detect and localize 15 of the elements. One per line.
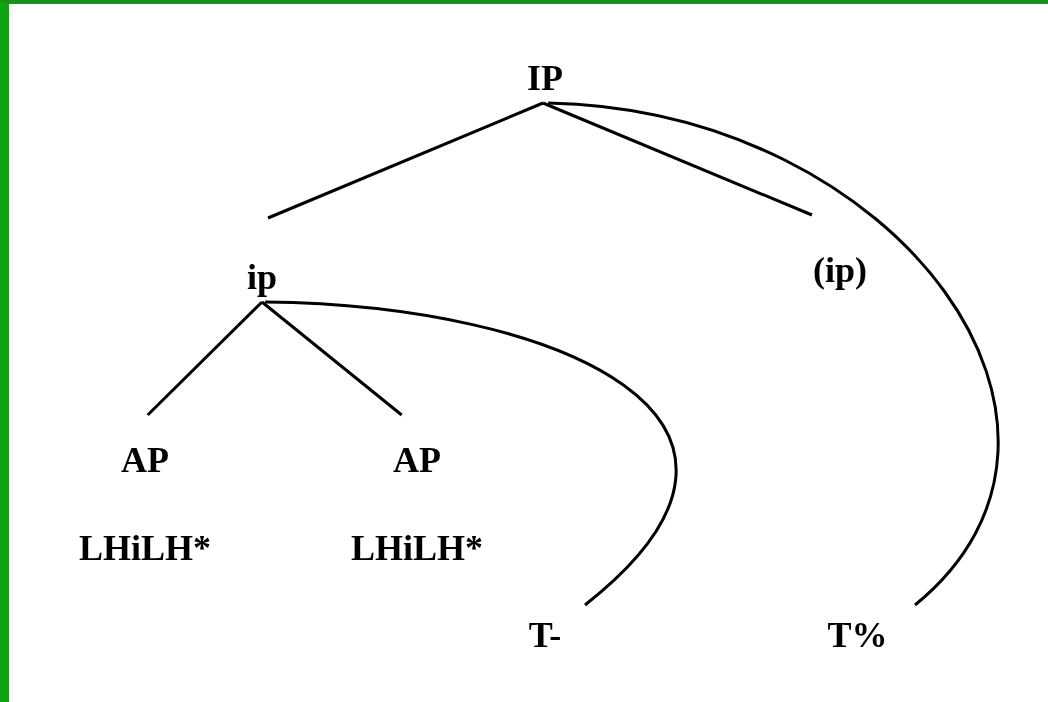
node-label: T% bbox=[827, 616, 888, 656]
tree-branch-line bbox=[267, 101, 544, 220]
tree-branch-line bbox=[261, 300, 403, 417]
curved-line bbox=[548, 101, 1000, 607]
tone-label: LHiLH* bbox=[351, 529, 483, 569]
node-label: AP bbox=[393, 441, 441, 481]
node-label: AP bbox=[121, 441, 169, 481]
node-label: (ip) bbox=[813, 251, 867, 291]
node-label: ip bbox=[247, 258, 277, 298]
tree-branch-line bbox=[146, 300, 264, 417]
curved-line bbox=[265, 300, 677, 607]
tone-label: LHiLH* bbox=[79, 529, 211, 569]
tree-branch-line bbox=[542, 101, 813, 217]
node-label: IP bbox=[527, 59, 563, 99]
node-label: T- bbox=[528, 616, 562, 656]
